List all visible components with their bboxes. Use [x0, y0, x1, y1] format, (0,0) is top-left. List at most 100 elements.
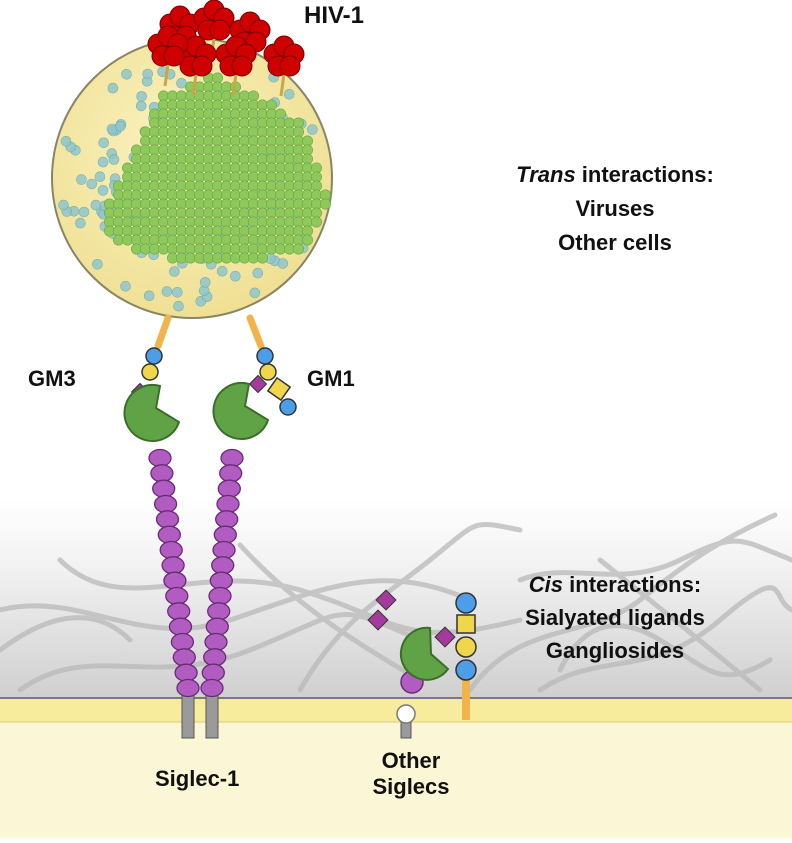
gm3-glucose	[145, 347, 163, 365]
spike-lobe	[191, 55, 213, 77]
ig-domain	[153, 494, 178, 514]
matrix-particle	[169, 266, 180, 277]
ig-domain	[150, 464, 174, 483]
ig-domain	[213, 525, 237, 544]
matrix-particle	[142, 68, 153, 80]
cell-membrane	[0, 698, 792, 722]
trans-heading-rest: interactions:	[575, 162, 714, 187]
ig-domain	[211, 556, 235, 575]
matrix-particle	[92, 258, 103, 270]
ig-domain	[165, 586, 189, 606]
matrix-particle	[90, 199, 102, 211]
matrix-particle	[76, 174, 87, 185]
siglec-transmembrane-stalk	[181, 689, 195, 739]
label-gm3: GM3	[28, 366, 76, 391]
envelope-spike	[263, 35, 305, 97]
matrix-particle	[277, 258, 289, 269]
envelope-spike	[147, 25, 189, 87]
trans-interactions-block: Trans interactions: Viruses Other cells	[470, 158, 760, 260]
matrix-particle	[121, 69, 132, 80]
matrix-particle	[230, 270, 241, 282]
matrix-particle	[75, 217, 86, 229]
cytoplasm	[0, 722, 792, 838]
gm1-galactose	[259, 363, 277, 381]
ig-domain	[203, 648, 227, 667]
ig-domain	[176, 678, 200, 698]
cis-glucose	[455, 659, 477, 681]
matrix-particle	[98, 137, 109, 149]
trans-heading: Trans interactions:	[470, 158, 760, 192]
capsid-core	[104, 72, 331, 264]
gm1-sialic-acid	[248, 374, 268, 394]
gm3-galactose	[141, 363, 159, 381]
label-gm1: GM1	[307, 366, 355, 391]
lectin-domain	[212, 381, 270, 440]
label-siglec-1: Siglec-1	[155, 766, 240, 791]
matrix-particle	[176, 77, 187, 89]
ig-domain	[201, 663, 225, 682]
cis-sialic-acid	[434, 626, 456, 648]
other-siglec-domain-2	[396, 704, 416, 724]
capsid-particle	[301, 234, 313, 246]
ig-domain	[205, 617, 229, 636]
ig-domain	[148, 448, 172, 468]
spike-stalk	[191, 73, 198, 97]
cis-interactions-block: Cis interactions: Sialyated ligands Gang…	[470, 568, 760, 667]
matrix-particle	[136, 91, 147, 102]
matrix-particle	[307, 124, 318, 135]
gm1-terminal-galactose	[279, 398, 297, 416]
ig-domain	[208, 586, 232, 606]
trans-item-other-cells: Other cells	[558, 230, 672, 256]
ig-domain	[207, 602, 231, 621]
spike-stalk	[163, 63, 170, 87]
matrix-particle	[283, 89, 295, 100]
ig-domain	[172, 648, 196, 667]
ig-domain	[200, 678, 224, 698]
siglec-1-right	[200, 381, 270, 739]
spike-lobe	[279, 55, 301, 77]
cis-heading: Cis interactions:	[470, 568, 760, 601]
matrix-particle	[86, 178, 98, 190]
capsid-particle	[310, 216, 322, 228]
trans-item-viruses: Viruses	[575, 196, 655, 222]
matrix-particle	[173, 300, 184, 312]
spike-lobe	[209, 19, 231, 41]
matrix-particle	[58, 199, 69, 211]
free-sialic-acid-2	[367, 609, 389, 631]
matrix-particle	[60, 136, 72, 147]
matrix-particle	[199, 277, 211, 288]
matrix-particle	[216, 265, 228, 277]
matrix-particle	[78, 206, 90, 218]
ig-domain	[161, 556, 185, 575]
ig-domain	[163, 571, 187, 590]
matrix-particle	[172, 286, 183, 298]
ig-domain	[216, 494, 240, 514]
ig-domain	[204, 632, 228, 652]
ig-domain	[212, 540, 236, 560]
actin-filaments	[0, 512, 792, 693]
label-hiv-1: HIV-1	[304, 2, 365, 29]
spike-lobe	[163, 45, 185, 67]
matrix-particle	[120, 280, 131, 292]
free-sialic-acid-1	[375, 589, 397, 611]
cis-galnac	[456, 614, 476, 634]
ig-domain	[219, 464, 243, 483]
matrix-particle	[135, 100, 147, 112]
cis-item-gangliosides: Gangliosides	[545, 638, 685, 663]
cis-heading-rest: interactions:	[563, 572, 702, 597]
capsid-particle	[256, 252, 268, 264]
siglec-transmembrane-stalk	[205, 689, 219, 739]
ig-domain	[168, 617, 193, 636]
gm1-glucose	[256, 347, 274, 365]
ig-domain	[159, 540, 183, 560]
cis-item-sialyated-ligands: Sialyated ligands	[525, 605, 705, 630]
cis-galactose	[455, 636, 477, 658]
ig-domain	[174, 663, 198, 682]
envelope-spikes	[147, 0, 305, 97]
gm1-ceramide	[246, 314, 265, 350]
ig-domain	[170, 632, 195, 652]
ig-domain	[220, 448, 244, 468]
ig-domain	[217, 479, 241, 498]
